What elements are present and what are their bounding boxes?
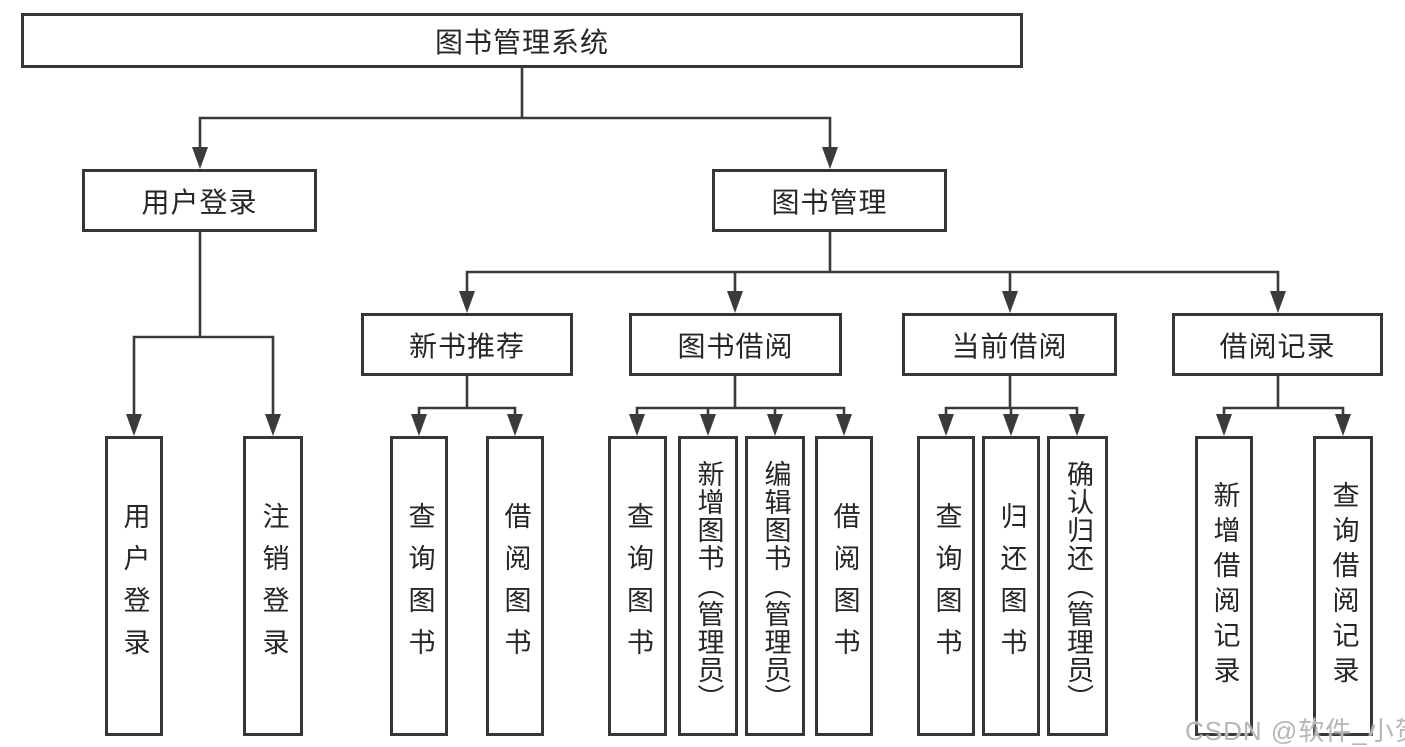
- leaf-edit-books-admin: 编辑图书（管理员）: [745, 436, 805, 736]
- leaf-return-books: 归还图书: [982, 436, 1040, 736]
- leaf-current-query-books: 查询图书: [917, 436, 975, 736]
- node-new-book-recommendation: 新书推荐: [361, 313, 573, 376]
- leaf-label: 新增借阅记录: [1209, 481, 1240, 691]
- leaf-query-borrow-record: 查询借阅记录: [1313, 436, 1373, 736]
- node-label: 用户登录: [141, 186, 258, 218]
- leaf-label: 借阅图书: [500, 502, 531, 670]
- leaf-label: 查询图书: [931, 502, 962, 670]
- csdn-watermark: CSDN @软件_小贺同学: [1185, 716, 1405, 746]
- leaf-recommend-query-books: 查询图书: [390, 436, 448, 736]
- leaf-user-login: 用户登录: [105, 436, 163, 736]
- node-label: 图书管理: [771, 186, 888, 218]
- connector-borrowing-records: [1222, 374, 1345, 420]
- node-label: 当前借阅: [951, 330, 1068, 362]
- node-label: 借阅记录: [1219, 330, 1336, 362]
- connector-book-management: [465, 230, 1280, 296]
- connector-book-borrowing: [635, 374, 846, 420]
- node-user-login: 用户登录: [82, 169, 317, 232]
- leaf-label: 查询图书: [623, 502, 653, 670]
- leaf-label: 查询图书: [404, 502, 435, 670]
- connector-new-book-recommendation: [417, 374, 517, 420]
- leaf-label: 查询借阅记录: [1328, 481, 1359, 691]
- node-label: 图书管理系统: [434, 26, 609, 58]
- leaf-borrowing-query-books: 查询图书: [608, 436, 667, 736]
- node-borrowing-records: 借阅记录: [1172, 313, 1383, 376]
- leaf-add-books-admin: 新增图书（管理员）: [678, 436, 738, 736]
- leaf-borrowing-borrow-books: 借阅图书: [815, 436, 873, 736]
- connector-user-login: [132, 230, 275, 419]
- leaf-recommend-borrow-books: 借阅图书: [486, 436, 544, 736]
- leaf-label: 确认归还（管理员）: [1063, 460, 1093, 712]
- leaf-label: 用户登录: [119, 502, 150, 670]
- leaf-logout: 注销登录: [243, 436, 303, 736]
- leaf-label: 注销登录: [258, 502, 289, 670]
- leaf-confirm-return-admin: 确认归还（管理员）: [1047, 436, 1108, 736]
- leaf-label: 编辑图书（管理员）: [760, 460, 791, 712]
- connector-root: [198, 66, 832, 152]
- node-library-management-system: 图书管理系统: [21, 13, 1023, 68]
- node-current-borrowing: 当前借阅: [902, 313, 1117, 376]
- leaf-label: 借阅图书: [829, 502, 860, 670]
- node-book-borrowing: 图书借阅: [629, 313, 842, 376]
- node-book-management: 图书管理: [712, 169, 947, 232]
- connector-current-borrowing: [944, 374, 1079, 420]
- node-label: 新书推荐: [408, 330, 525, 362]
- node-label: 图书借阅: [677, 330, 794, 362]
- leaf-add-borrow-record: 新增借阅记录: [1195, 436, 1253, 736]
- leaf-label: 归还图书: [996, 502, 1027, 670]
- leaf-label: 新增图书（管理员）: [693, 460, 724, 712]
